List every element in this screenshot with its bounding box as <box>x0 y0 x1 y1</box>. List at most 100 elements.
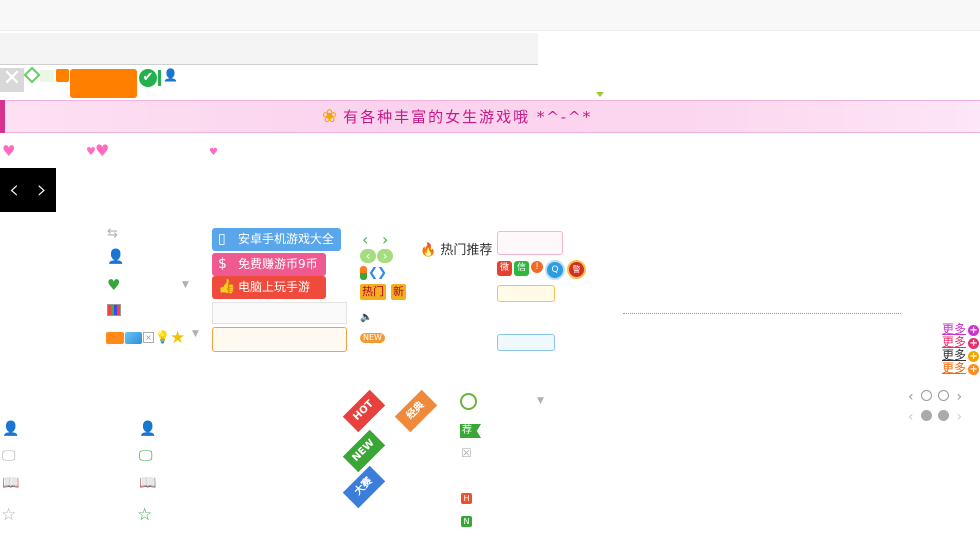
hot-ribbon: HOT <box>342 389 386 433</box>
pager-prev-icon[interactable]: ‹ <box>908 409 914 425</box>
pc-mobile-games-label: 电脑上玩手游 <box>238 280 311 294</box>
banner-title: ❀有各种丰富的女生游戏哦 *^-^* <box>322 106 592 128</box>
flower-icon: ❀ <box>322 106 340 127</box>
qq-icon[interactable]: Q <box>545 260 565 280</box>
clock-icon <box>460 393 477 410</box>
heart-icon: ♥ <box>209 147 218 158</box>
user-icon: 👤 <box>163 68 178 82</box>
new-badge: 新 <box>391 284 406 300</box>
check-icon: ✔ <box>139 69 157 87</box>
new-ribbon: NEW <box>342 429 386 473</box>
green-divider <box>158 70 161 86</box>
pager-dot[interactable] <box>921 390 933 401</box>
close-icon[interactable]: ✕ <box>0 68 24 92</box>
monitor-icon: 🖵 <box>139 448 153 464</box>
pink-tooltip <box>497 231 563 255</box>
dropdown-arrow-icon[interactable]: ▼ <box>182 280 189 290</box>
weibo-icon[interactable]: 微 <box>497 261 512 276</box>
heart-icon: ♥ <box>95 141 110 160</box>
left-circle-arrow-icon[interactable]: ‹ <box>360 249 376 263</box>
heart-icon: ♥ <box>107 276 121 294</box>
right-arrow-icon[interactable]: › <box>382 230 389 249</box>
blue-left-arrow-icon[interactable]: ❮ <box>368 265 379 279</box>
banner-text: 有各种丰富的女生游戏哦 *^-^* <box>343 108 593 126</box>
plus-icon: + <box>968 351 980 362</box>
top-bar <box>0 0 980 31</box>
broken-image-icon: × <box>143 332 154 343</box>
more-link[interactable]: 更多+ <box>942 336 980 349</box>
sound-icon[interactable]: 🔈 <box>360 312 373 323</box>
free-coins-button[interactable]: $ 免费赚游币9币 <box>212 253 326 276</box>
recommend-tag: 荐 <box>460 424 481 438</box>
pager-dot[interactable] <box>938 410 950 421</box>
small-triangle-icon <box>596 92 604 97</box>
pager-dot[interactable] <box>938 390 950 401</box>
next-arrow-icon[interactable]: › <box>36 175 48 205</box>
thumbs-up-icon: 👍 <box>218 279 236 295</box>
fire-icon: 🔥 <box>420 243 437 258</box>
android-games-label: 安卓手机游戏大全 <box>238 232 335 246</box>
pager-outline: ‹ › <box>908 389 962 405</box>
star-icon: ★ <box>170 328 186 348</box>
light-green-bar <box>40 70 54 82</box>
orange-tile-icon <box>106 332 124 344</box>
book-icon: 📖 <box>2 475 20 491</box>
more-label: 更多 <box>942 322 967 336</box>
prev-arrow-icon[interactable]: ‹ <box>8 175 20 205</box>
nav-bar <box>0 33 538 65</box>
dropdown-arrow-icon[interactable]: ▼ <box>537 396 544 406</box>
star-icon: ☆ <box>1 505 17 525</box>
police-badge-icon[interactable]: 警 <box>567 260 586 279</box>
dotted-divider <box>623 313 901 314</box>
monitor-icon: 🖵 <box>2 448 16 464</box>
search-input[interactable] <box>212 302 347 324</box>
android-games-button[interactable]: ▯ 安卓手机游戏大全 <box>212 228 341 251</box>
banner <box>0 100 980 133</box>
yellow-tooltip <box>497 285 555 302</box>
free-coins-label: 免费赚游币9币 <box>238 257 318 271</box>
pager-filled: ‹ › <box>908 409 962 425</box>
pager-prev-icon[interactable]: ‹ <box>908 389 914 405</box>
book-icon: 📖 <box>139 475 157 491</box>
more-label: 更多 <box>942 361 967 375</box>
broken-image-icon: ☒ <box>461 446 472 460</box>
heart-icon: ♥ <box>86 145 96 158</box>
orange-square <box>56 69 69 82</box>
swap-icon[interactable]: ⇆ <box>107 226 118 241</box>
right-circle-arrow-icon[interactable]: › <box>377 249 393 263</box>
new-small-badge: NEW <box>360 333 385 343</box>
more-link[interactable]: 更多+ <box>942 322 980 336</box>
plus-icon: + <box>968 338 980 349</box>
shirt-icon <box>107 304 121 316</box>
alert-icon[interactable]: ! <box>531 261 543 273</box>
user-icon: 👤 <box>107 249 125 265</box>
banner-edge <box>0 100 5 133</box>
blue-tile-icon <box>125 332 142 344</box>
hot-recommend-header[interactable]: 🔥 热门推荐 › <box>420 239 502 258</box>
more-link[interactable]: 更多+ <box>942 348 980 362</box>
plus-icon: + <box>968 364 980 375</box>
diamond-icon <box>23 66 41 84</box>
wechat-icon[interactable]: 信 <box>514 261 529 276</box>
pager-next-icon[interactable]: › <box>956 389 963 405</box>
user-icon: 👤 <box>2 421 20 437</box>
carousel-nav: ‹ › <box>0 168 56 212</box>
phone-icon: ▯ <box>218 231 226 247</box>
pager-dot[interactable] <box>921 410 933 421</box>
colored-dots-icon <box>360 266 367 280</box>
dropdown-arrow-icon[interactable]: ▼ <box>192 329 199 339</box>
hot-recommend-label: 热门推荐 <box>440 243 493 258</box>
star-icon: ☆ <box>137 505 153 525</box>
n-tag: N <box>461 516 472 527</box>
pager-next-icon[interactable]: › <box>956 409 963 425</box>
contest-ribbon: 大赛 <box>342 465 386 509</box>
h-tag: H <box>461 493 472 504</box>
blue-right-arrow-icon[interactable]: ❯ <box>377 265 388 279</box>
pc-mobile-games-button[interactable]: 👍 电脑上玩手游 <box>212 276 326 299</box>
hot-badge: 热门 <box>360 284 386 300</box>
orange-button[interactable] <box>70 69 137 98</box>
more-label: 更多 <box>942 348 967 362</box>
more-link[interactable]: 更多+ <box>942 361 980 375</box>
left-arrow-icon[interactable]: ‹ <box>362 230 369 249</box>
text-input[interactable] <box>212 327 347 352</box>
